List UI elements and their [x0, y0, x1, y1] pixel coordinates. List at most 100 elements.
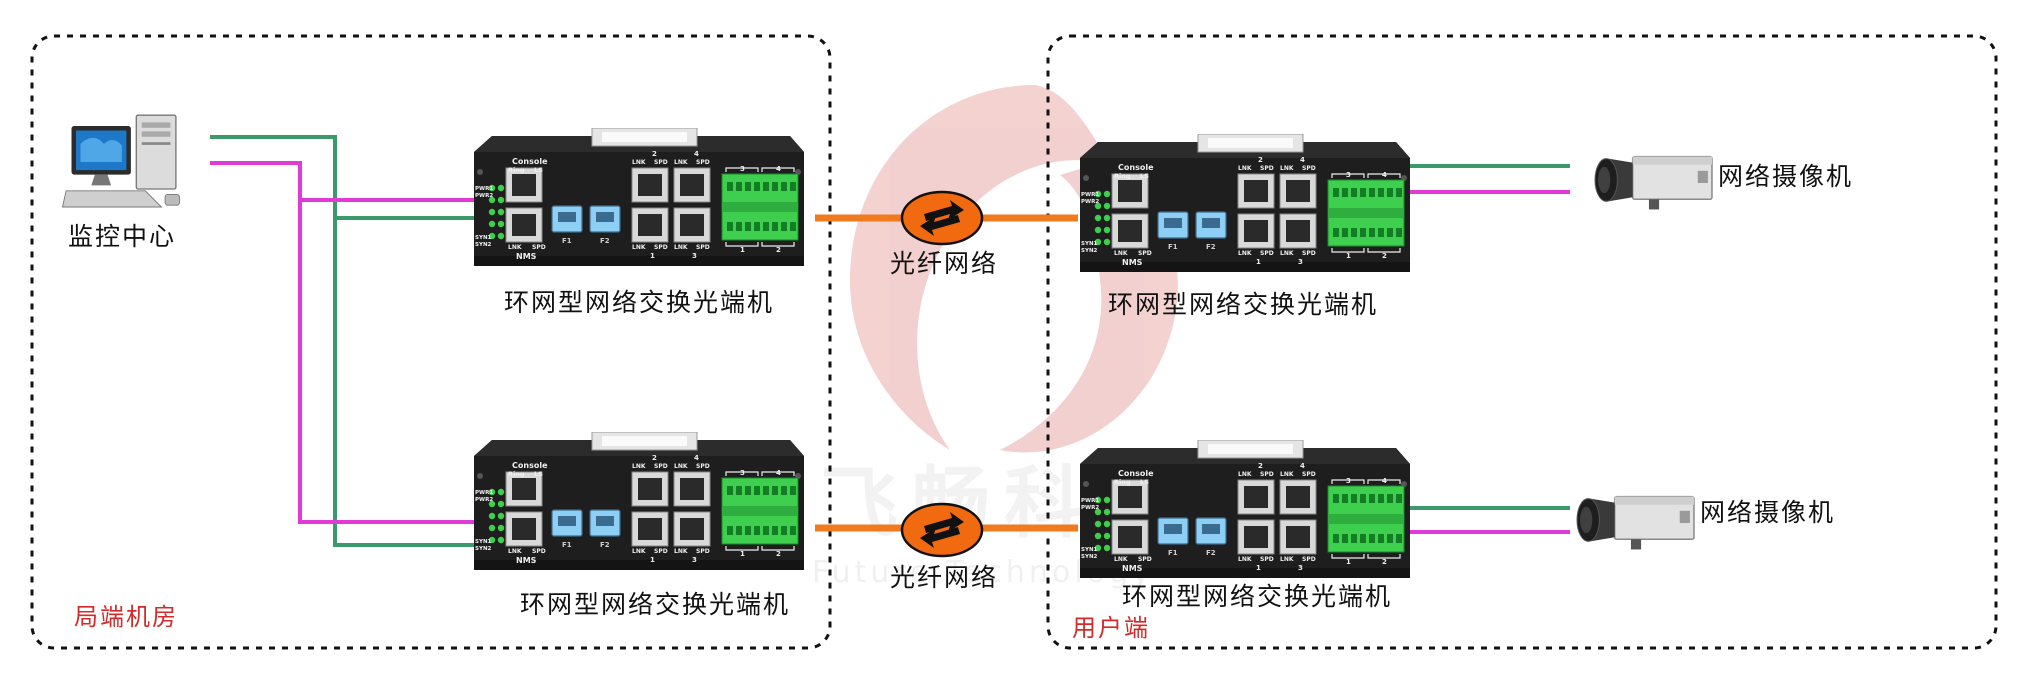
switch-label-remote-bottom: 环网型网络交换光端机	[1122, 582, 1393, 611]
pwr2-label: PWR2	[1081, 505, 1099, 511]
spd-label: SPD	[1260, 471, 1274, 478]
port-2-label: 2	[652, 150, 657, 158]
console-label: Console	[512, 461, 548, 470]
fiber-network-label-top: 光纤网络	[890, 249, 999, 278]
ring-label: Ring	[1114, 172, 1131, 180]
spd-label: SPD	[696, 159, 710, 166]
device-remote-top-text: Console Ring LS PWR1 PWR2 SYN1 SYN2 LNK …	[1081, 156, 1387, 267]
spd-label: SPD	[1138, 250, 1152, 257]
green-link-lower	[333, 218, 478, 547]
terminal-2-label: 2	[776, 246, 781, 254]
terminal-3-label: 3	[1346, 171, 1351, 179]
device-remote-bottom-text: Console Ring LS PWR1 PWR2 SYN1 SYN2 LNK …	[1081, 462, 1387, 573]
local-room-label: 局端机房	[74, 603, 178, 631]
f1-label: F1	[1168, 243, 1178, 251]
pwr2-label: PWR2	[475, 193, 493, 199]
spd-label: SPD	[532, 244, 546, 251]
ls-label: LS	[534, 166, 543, 174]
f2-label: F2	[600, 237, 610, 245]
syn1-label: SYN1	[475, 235, 492, 241]
terminal-2-label: 2	[1382, 252, 1387, 260]
terminal-4-label: 4	[776, 469, 781, 477]
syn1-label: SYN1	[1081, 241, 1098, 247]
spd-label: SPD	[1260, 165, 1274, 172]
syn1-label: SYN1	[475, 539, 492, 545]
terminal-4-label: 4	[1382, 171, 1387, 179]
spd-label: SPD	[1260, 556, 1274, 563]
spd-label: SPD	[696, 548, 710, 555]
port-3-label: 3	[692, 252, 697, 260]
nms-label: NMS	[1122, 258, 1143, 267]
terminal-3-label: 3	[740, 469, 745, 477]
lnk-label: LNK	[632, 463, 646, 470]
spd-label: SPD	[654, 548, 668, 555]
pwr2-label: PWR2	[1081, 199, 1099, 205]
monitor-center-label: 监控中心	[68, 222, 177, 251]
console-label: Console	[1118, 469, 1154, 478]
f1-label: F1	[562, 541, 572, 549]
port-1-label: 1	[1256, 564, 1261, 572]
port-3-label: 3	[692, 556, 697, 564]
console-label: Console	[512, 157, 548, 166]
port-1-label: 1	[650, 252, 655, 260]
terminal-3-label: 3	[1346, 477, 1351, 485]
f1-label: F1	[1168, 549, 1178, 557]
ring-label: Ring	[508, 470, 525, 478]
port-1-label: 1	[1256, 258, 1261, 266]
lnk-label: LNK	[1280, 556, 1294, 563]
local-room-border	[30, 34, 832, 650]
switch-label-remote-top: 环网型网络交换光端机	[1108, 290, 1379, 319]
console-label: Console	[1118, 163, 1154, 172]
spd-label: SPD	[654, 159, 668, 166]
lnk-label: LNK	[1280, 165, 1294, 172]
spd-label: SPD	[532, 548, 546, 555]
ls-label: LS	[1140, 478, 1149, 486]
terminal-4-label: 4	[1382, 477, 1387, 485]
device-local-bottom-text: Console Ring LS PWR1 PWR2 SYN1 SYN2 LNK …	[475, 454, 781, 565]
syn1-label: SYN1	[1081, 547, 1098, 553]
lnk-label: LNK	[674, 244, 688, 251]
port-3-label: 3	[1298, 564, 1303, 572]
port-3-label: 3	[1298, 258, 1303, 266]
lnk-label: LNK	[1114, 556, 1128, 563]
port-2-label: 2	[652, 454, 657, 462]
user-side-label: 用户端	[1072, 614, 1150, 642]
user-side-border	[1046, 34, 1998, 650]
camera-links	[1410, 164, 1570, 534]
spd-label: SPD	[654, 244, 668, 251]
pwr1-label: PWR1	[475, 490, 493, 496]
port-4-label: 4	[694, 454, 699, 462]
lnk-label: LNK	[632, 159, 646, 166]
port-4-label: 4	[694, 150, 699, 158]
network-camera-icon-bottom	[1576, 495, 1695, 551]
lnk-label: LNK	[632, 244, 646, 251]
pc-to-switch-links	[210, 135, 478, 547]
lnk-label: LNK	[674, 159, 688, 166]
lnk-label: LNK	[632, 548, 646, 555]
spd-label: SPD	[1302, 471, 1316, 478]
green-link-upper	[210, 135, 478, 220]
lnk-label: LNK	[674, 463, 688, 470]
port-2-label: 2	[1258, 156, 1263, 164]
switch-label-local-top: 环网型网络交换光端机	[504, 288, 775, 317]
spd-label: SPD	[654, 463, 668, 470]
lnk-label: LNK	[1280, 471, 1294, 478]
terminal-1-label: 1	[1346, 558, 1351, 566]
fiber-network-label-bottom: 光纤网络	[890, 563, 999, 592]
spd-label: SPD	[696, 244, 710, 251]
lnk-label: LNK	[1114, 250, 1128, 257]
syn2-label: SYN2	[1081, 248, 1098, 254]
spd-label: SPD	[1302, 250, 1316, 257]
watermark-logo	[850, 85, 1110, 450]
terminal-1-label: 1	[740, 246, 745, 254]
terminal-1-label: 1	[740, 550, 745, 558]
spd-label: SPD	[1302, 165, 1316, 172]
terminal-2-label: 2	[776, 550, 781, 558]
port-2-label: 2	[1258, 462, 1263, 470]
pwr1-label: PWR1	[1081, 192, 1099, 198]
ring-label: Ring	[508, 166, 525, 174]
lnk-label: LNK	[1280, 250, 1294, 257]
terminal-4-label: 4	[776, 165, 781, 173]
